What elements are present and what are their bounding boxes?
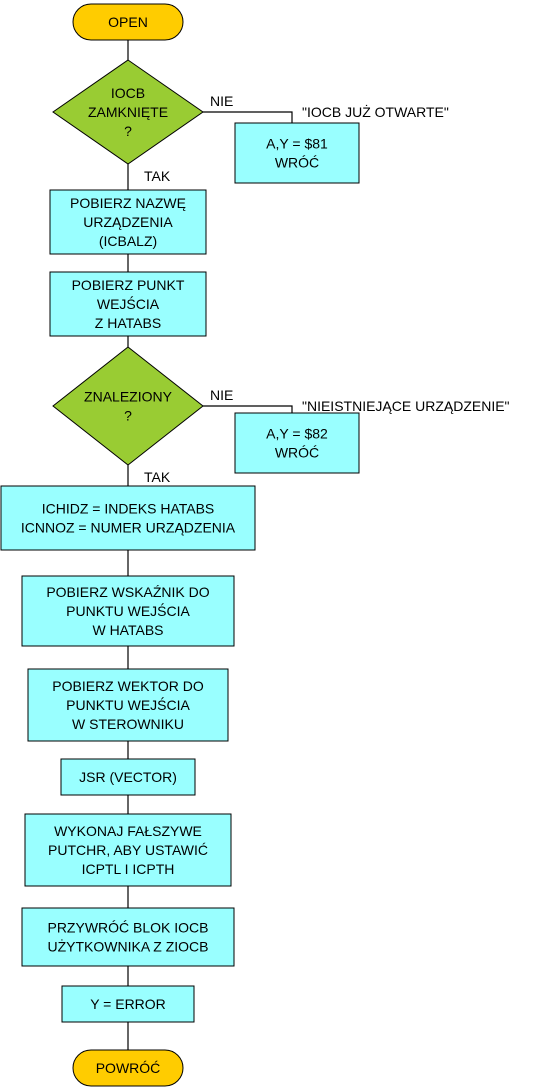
node-text-line: ZNALEZIONY bbox=[84, 389, 173, 405]
edge-found-to-err82 bbox=[203, 405, 293, 413]
node-text-line: A,Y = $81 bbox=[266, 136, 328, 152]
process-shape bbox=[234, 122, 360, 184]
node-text-line: A,Y = $82 bbox=[266, 426, 328, 442]
node-jsr: JSR (VECTOR) bbox=[60, 758, 196, 796]
node-get-name: POBIERZ NAZWĘ URZĄDZENIA (ICBALZ) bbox=[49, 189, 207, 255]
node-text-line: URZĄDZENIA bbox=[83, 214, 173, 230]
node-text-line: POBIERZ WSKAŹNIK DO bbox=[46, 584, 209, 600]
node-text-line: WRÓĆ bbox=[275, 155, 319, 171]
node-y-error: Y = ERROR bbox=[61, 985, 195, 1023]
process-shape bbox=[61, 985, 195, 1023]
node-text-line: WEJŚCIA bbox=[97, 295, 160, 312]
node-text-line: (ICBALZ) bbox=[99, 233, 157, 249]
node-text-line: ICPTL I ICPTH bbox=[82, 861, 175, 877]
node-text-line: WRÓĆ bbox=[275, 445, 319, 461]
node-set-ichidz: ICHIDZ = INDEKS HATABS ICNNOZ = NUMER URZ… bbox=[0, 485, 256, 551]
process-shape bbox=[60, 758, 196, 796]
process-shape bbox=[27, 668, 229, 742]
edge-label-found-tak: TAK bbox=[144, 469, 171, 485]
node-text-line: Y = ERROR bbox=[90, 996, 166, 1012]
edge-note-found: "NIEISTNIEJĄCE URZĄDZENIE" bbox=[302, 398, 510, 414]
process-shape bbox=[21, 907, 235, 967]
node-text-line: POBIERZ NAZWĘ bbox=[70, 195, 186, 211]
decision-shape bbox=[52, 346, 204, 466]
node-get-ptr: POBIERZ WSKAŹNIK DO PUNKTU WEJŚCIA W HATAB… bbox=[21, 575, 235, 647]
node-text-line: PUNKTU WEJŚCIA bbox=[66, 696, 190, 713]
node-text-line: ICHIDZ = INDEKS HATABS bbox=[42, 501, 215, 517]
node-text-line: W STEROWNIKU bbox=[72, 716, 184, 732]
edge-note-iocb_closed: "IOCB JUŻ OTWARTE" bbox=[302, 103, 449, 120]
node-text-line: IOCB bbox=[111, 85, 145, 101]
node-text-line: W HATABS bbox=[92, 622, 163, 638]
process-shape bbox=[234, 412, 360, 474]
node-text-line: ? bbox=[124, 123, 132, 139]
edge-label-iocb_closed-nie: NIE bbox=[210, 93, 233, 109]
node-get-vector: POBIERZ WEKTOR DO PUNKTU WEJŚCIA W STEROWN… bbox=[27, 668, 229, 742]
node-found: ZNALEZIONY? bbox=[52, 346, 204, 466]
node-open: OPEN bbox=[72, 3, 184, 41]
node-text-line: JSR (VECTOR) bbox=[79, 769, 177, 785]
process-shape bbox=[24, 813, 232, 887]
process-shape bbox=[49, 189, 207, 255]
node-text-line: UŻYTKOWNIKA Z ZIOCB bbox=[47, 938, 208, 955]
terminal-shape bbox=[72, 3, 184, 41]
node-text-line: PRZYWRÓĆ BLOK IOCB bbox=[47, 920, 208, 936]
node-fake-putchr: WYKONAJ FAŁSZYWE PUTCHR, ABY USTAWIĆ ICPTL… bbox=[24, 813, 232, 887]
node-restore-iocb: PRZYWRÓĆ BLOK IOCB UŻYTKOWNIKA Z ZIOCB bbox=[21, 907, 235, 967]
process-shape bbox=[0, 485, 256, 551]
node-iocb-closed: IOCB ZAMKNIĘTE? bbox=[52, 59, 204, 165]
process-shape bbox=[49, 271, 207, 337]
node-text-line: OPEN bbox=[108, 14, 148, 30]
node-text-line: ICNNOZ = NUMER URZĄDZENIA bbox=[21, 520, 236, 536]
node-text-line: POBIERZ WEKTOR DO bbox=[52, 678, 204, 694]
edge-label-found-nie: NIE bbox=[210, 387, 233, 403]
edges: NIE "IOCB JUŻ OTWARTE" TAK NIE "NIEISTNIEJĄC… bbox=[127, 40, 510, 1050]
node-text-line: ? bbox=[124, 408, 132, 424]
edge-label-iocb_closed-tak: TAK bbox=[144, 168, 171, 184]
node-text-line: PUNKTU WEJŚCIA bbox=[66, 602, 190, 619]
node-text-line: WYKONAJ FAŁSZYWE bbox=[54, 823, 202, 839]
node-return: POWRÓĆ bbox=[72, 1049, 184, 1087]
edge-iocb_closed-to-err81 bbox=[203, 111, 293, 123]
node-text-line: Z HATABS bbox=[95, 315, 161, 331]
node-text-line: POWRÓĆ bbox=[96, 1060, 161, 1076]
process-shape bbox=[21, 575, 235, 647]
node-get-entry: POBIERZ PUNKT WEJŚCIA Z HATABS bbox=[49, 271, 207, 337]
decision-shape bbox=[52, 59, 204, 165]
node-text-line: ZAMKNIĘTE bbox=[88, 104, 168, 120]
terminal-shape bbox=[72, 1049, 184, 1087]
node-text-line: PUTCHR, ABY USTAWIĆ bbox=[48, 842, 208, 858]
node-text-line: POBIERZ PUNKT bbox=[72, 277, 185, 293]
